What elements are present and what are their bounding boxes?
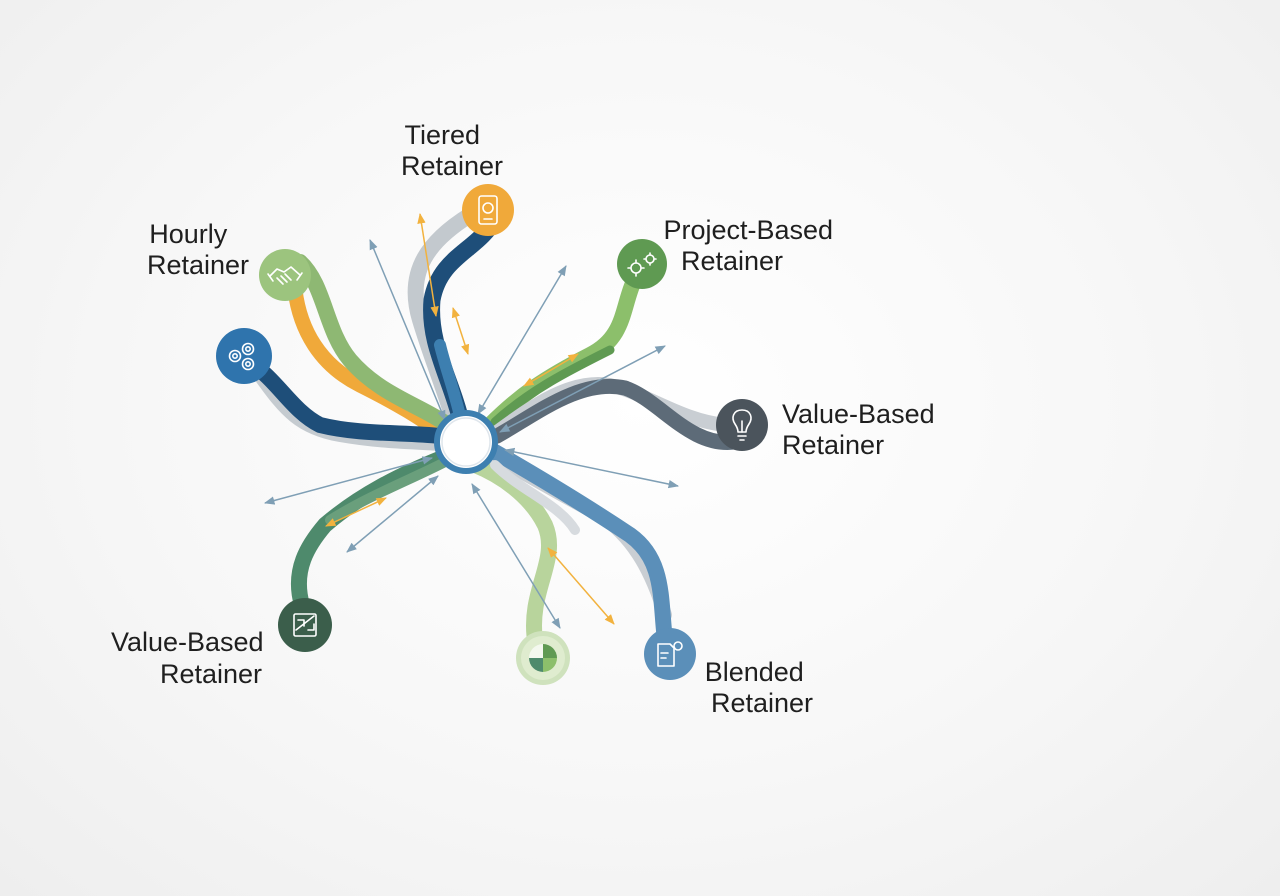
arrow-up-right [477, 265, 567, 415]
arrow-down [471, 483, 561, 629]
arrow-orange-tiered [417, 212, 439, 318]
node-label-line: Project-Based [663, 215, 833, 245]
svg-text:Value-Based Retainer: Value-Based Retainer [111, 627, 271, 689]
node-label-line: Value-Based [782, 399, 935, 429]
arrow-right-down [503, 447, 680, 489]
lightbulb-icon [732, 409, 752, 441]
blueprint-icon [293, 613, 317, 637]
ribbon-circles-dark [237, 352, 448, 444]
node-circles[interactable] [216, 328, 272, 384]
node-label-line: Retainer [401, 151, 503, 181]
node-tiered[interactable]: Tiered Retainer [401, 120, 514, 236]
node-label-line: Hourly [149, 219, 228, 249]
svg-text:Blended Retainer: Blended Retainer [705, 657, 813, 718]
node-label-line: Retainer [147, 250, 249, 280]
node-hourly[interactable]: Hourly Retainer [147, 219, 311, 301]
mobile-device-icon [478, 195, 498, 225]
pie-chart-icon [529, 644, 557, 672]
node-label-line: Blended [705, 657, 804, 687]
central-hub [434, 410, 498, 474]
circles-icon [228, 342, 255, 371]
node-label-line: Retainer [782, 430, 884, 460]
arrow-up-left [369, 239, 446, 421]
node-label-line: Retainer [160, 659, 262, 689]
node-value-based-left[interactable]: Value-Based Retainer [111, 598, 332, 689]
arrow-orange-project [523, 353, 579, 387]
svg-text:Value-Based Retainer: Value-Based Retainer [782, 399, 942, 460]
node-label-line: Value-Based [111, 627, 264, 657]
arrow-right-up [499, 345, 666, 433]
connector-arrows [263, 212, 680, 629]
document-gear-icon [657, 641, 683, 667]
handshake-icon [267, 266, 303, 285]
arrow-orange-left [325, 497, 387, 527]
svg-text:Hourly Retainer: Hourly Retainer [147, 219, 249, 280]
node-value-based-right[interactable]: Value-Based Retainer [716, 399, 942, 460]
node-label-line: Tiered [404, 120, 480, 150]
node-project-based[interactable]: Project-Based Retainer [617, 215, 841, 289]
arrow-orange-center [451, 307, 470, 355]
arrow-left [263, 456, 434, 505]
node-pie-chart[interactable] [516, 631, 570, 685]
svg-text:Tiered Retainer: Tiered Retainer [401, 120, 503, 181]
node-label-line: Retainer [681, 246, 783, 276]
svg-text:Project-Based Retainer: Project-Based Retainer [663, 215, 840, 276]
arrow-orange-blended [547, 547, 615, 625]
node-label-line: Retainer [711, 688, 813, 718]
gears-icon [627, 252, 657, 277]
node-blended[interactable]: Blended Retainer [644, 628, 813, 718]
